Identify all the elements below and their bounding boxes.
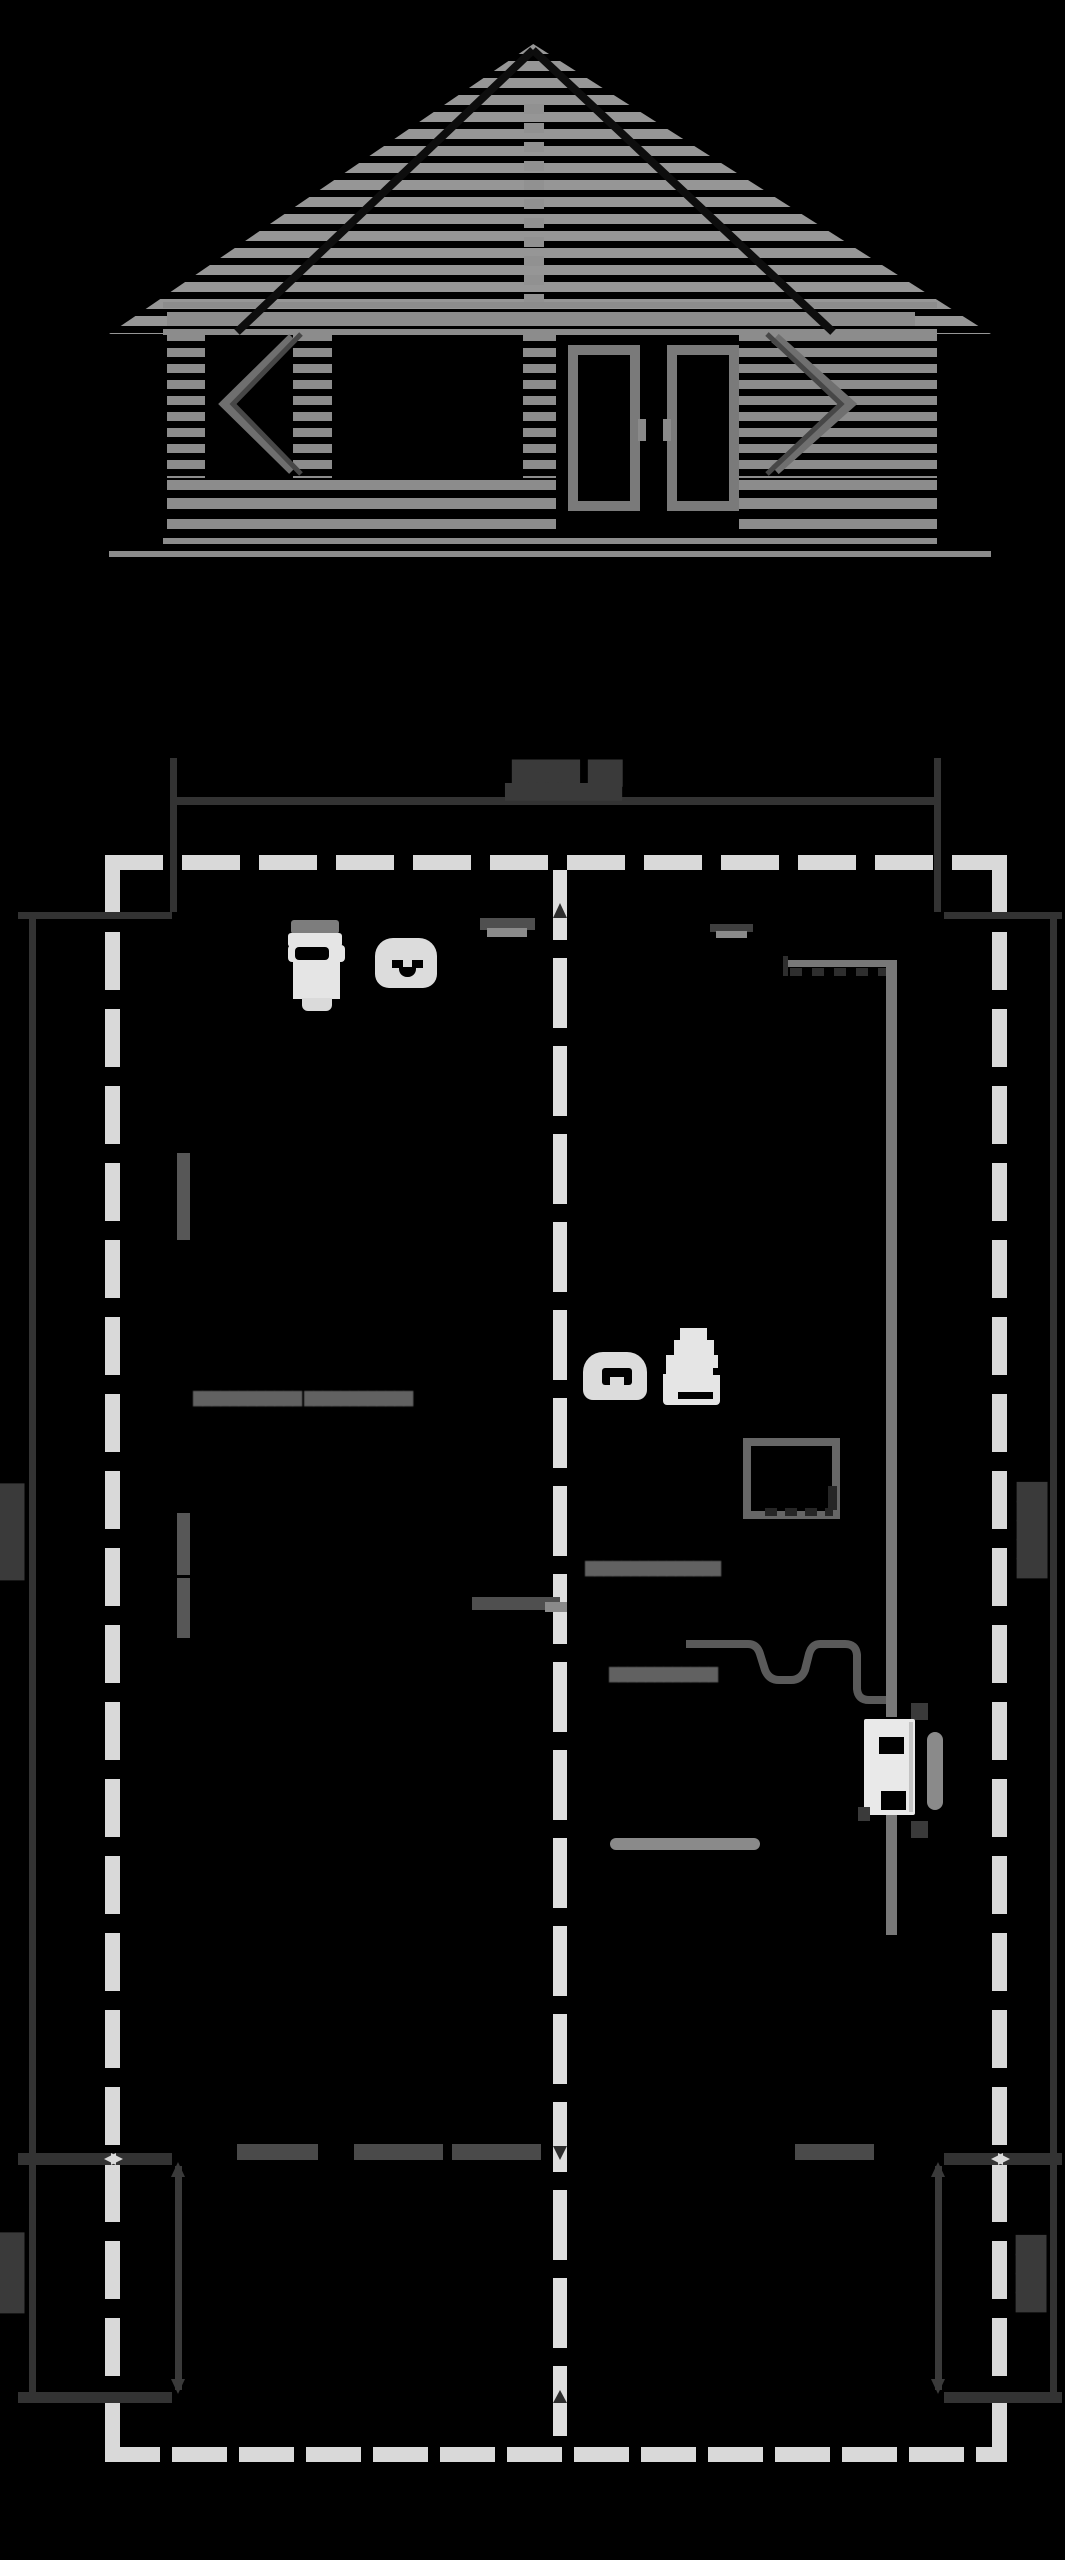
ground-line xyxy=(109,551,991,557)
counter-tick xyxy=(783,956,788,976)
log-pier xyxy=(883,332,937,478)
door-opening-marker xyxy=(472,1597,560,1610)
wall-stub xyxy=(716,931,747,938)
porch-wall-segment xyxy=(354,2144,443,2160)
sill-log xyxy=(739,480,937,490)
log-pier xyxy=(523,332,556,478)
porch-dim-vertical xyxy=(935,2166,942,2390)
log-pier xyxy=(739,332,775,478)
porch-dim-line xyxy=(18,2392,172,2403)
sill-log xyxy=(167,480,556,490)
left-room-dashed-line xyxy=(177,1578,190,1638)
dim-line-left-height xyxy=(29,912,36,2400)
dim-arrow xyxy=(931,2379,945,2394)
water-jug xyxy=(663,1328,720,1405)
counter-line-vertical xyxy=(886,1815,897,1935)
witness-line xyxy=(934,758,941,912)
plan-wall-center xyxy=(553,870,567,2447)
porch-dim-line xyxy=(18,2153,172,2165)
plan-wall-right xyxy=(992,855,1007,2462)
dim-arrow xyxy=(111,2153,123,2165)
dim-text-top-1: ████ xyxy=(512,761,580,787)
door-left-leaf xyxy=(568,345,640,511)
base-line xyxy=(163,538,937,544)
dim-arrow xyxy=(553,2390,567,2403)
sill-log xyxy=(739,519,937,529)
porch-wall-segment xyxy=(237,2144,318,2160)
witness-line xyxy=(18,912,172,919)
witness-line xyxy=(170,758,177,912)
roof-hip-line xyxy=(530,47,836,335)
right-shutter-chevron xyxy=(771,333,858,475)
dim-line-top-width xyxy=(170,797,941,805)
room-label-right: ███████████████ xyxy=(585,1562,721,1577)
left-shutter-chevron-shadow xyxy=(229,332,303,476)
wash-basin xyxy=(375,938,437,988)
sill-log xyxy=(167,498,556,509)
door-handle xyxy=(638,419,646,441)
table-outline xyxy=(743,1438,840,1519)
log-pier xyxy=(167,332,205,478)
left-room-dashed-line xyxy=(177,1513,190,1575)
wall-stub xyxy=(480,918,535,930)
porch-wall-segment xyxy=(795,2144,874,2160)
small-basin xyxy=(583,1352,647,1400)
log-pier xyxy=(293,332,332,478)
room-label-right-2: ████████████ xyxy=(609,1668,718,1683)
dim-arrow xyxy=(553,903,567,918)
roof-center-post xyxy=(524,104,544,332)
right-shutter-chevron-shadow xyxy=(765,332,845,476)
dim-arrow xyxy=(553,2146,567,2160)
sink-counter-outline xyxy=(686,1640,886,1704)
porch-dim-line xyxy=(944,2392,1062,2403)
wall-stub xyxy=(487,928,527,937)
left-room-dashed-line xyxy=(177,1153,190,1240)
bench-bar xyxy=(610,1838,760,1850)
plan-wall-left xyxy=(105,855,120,2462)
toilet xyxy=(288,918,345,1012)
plan-wall-top xyxy=(105,855,1007,870)
left-shutter-chevron xyxy=(218,334,297,474)
sill-log xyxy=(739,498,937,509)
wall-stub xyxy=(710,924,753,932)
porch-dim-vertical xyxy=(175,2166,182,2390)
eave-line xyxy=(163,302,937,308)
dim-arrow xyxy=(931,2162,945,2177)
dim-arrow xyxy=(998,2153,1010,2165)
dim-text-porch-right: ████ xyxy=(1017,2236,1047,2312)
sill-log xyxy=(167,519,556,529)
dim-text-top-2: ██ xyxy=(588,761,622,787)
door-handle xyxy=(663,419,671,441)
counter-hatch xyxy=(790,968,890,976)
fascia-beam xyxy=(167,312,915,326)
counter-top-edge xyxy=(785,960,897,967)
roof-hip-line xyxy=(234,47,536,335)
counter-line-vertical xyxy=(886,960,897,1717)
stove xyxy=(858,1700,958,1840)
door-opening-marker xyxy=(545,1602,567,1612)
dim-arrow xyxy=(171,2162,185,2177)
dim-text-top-3: ███████████ xyxy=(505,783,622,801)
plan-wall-bottom xyxy=(105,2447,1007,2462)
dim-line-right-height xyxy=(1050,912,1057,2400)
dim-text-porch-left: █████ xyxy=(0,2233,25,2313)
dim-text-right: █████ xyxy=(1018,1483,1048,1578)
dim-text-left: ██████ xyxy=(0,1484,25,1580)
room-label-left: ████████████ ████████████ xyxy=(193,1392,413,1407)
dim-arrow xyxy=(171,2379,185,2394)
porch-wall-segment xyxy=(452,2144,541,2160)
door-right-leaf xyxy=(667,345,739,511)
witness-line xyxy=(944,912,1062,919)
